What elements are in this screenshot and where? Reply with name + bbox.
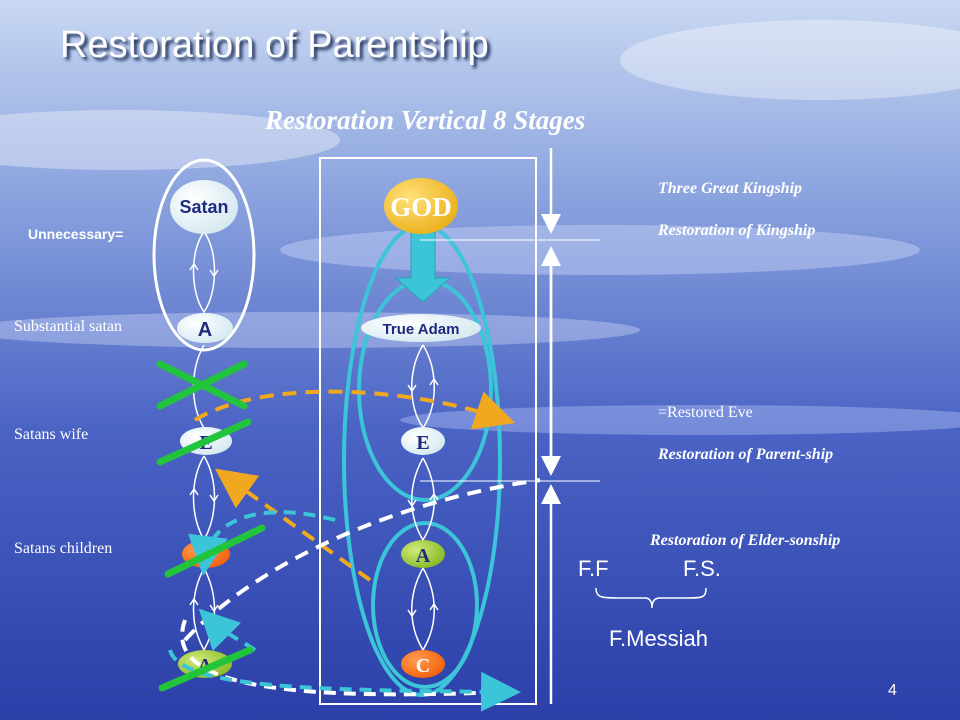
arrow-mark: [429, 377, 439, 386]
god-column: GOD True Adam E A C: [319, 157, 537, 705]
label-restoration-parentship: Restoration of Parent-ship: [658, 446, 834, 463]
arrow-mark: [209, 269, 219, 278]
label-restored-eve: =Restored Eve: [658, 404, 753, 421]
arrow-mark: [407, 499, 417, 508]
green-crosses: [156, 360, 266, 692]
god-node: [384, 178, 458, 234]
god-node-c: [401, 650, 445, 678]
god-node-e-label: E: [416, 432, 429, 454]
arrow-mark: [189, 487, 199, 496]
slide-subtitle: Restoration Vertical 8 Stages: [265, 105, 586, 135]
cyan-dashed-arc: [188, 510, 336, 576]
satan-node-a-upper: [177, 313, 233, 343]
label-substantial-satan: Substantial satan: [14, 318, 122, 335]
slide-title: Restoration of Parentship: [60, 24, 489, 66]
stage-arrows: [420, 148, 600, 704]
true-adam-node: [361, 314, 481, 342]
label-fs: F.S.: [683, 556, 721, 581]
background-clouds: [0, 20, 960, 435]
satan-node-a-upper-label: A: [198, 319, 212, 341]
satan-node-label: Satan: [179, 197, 228, 217]
label-satans-children: Satans children: [14, 540, 113, 557]
god-node-e: [401, 427, 445, 455]
arrow-mark: [407, 384, 417, 393]
page-number: 4: [888, 682, 897, 699]
green-cross-1b: [156, 360, 248, 410]
cyan-loop-lower: [371, 521, 479, 689]
label-unnecessary: Unnecessary=: [28, 226, 124, 242]
satan-loop-1: [192, 231, 216, 314]
label-restoration-elder-sonship: Restoration of Elder-sonship: [650, 532, 841, 549]
white-dashed-bottom-arc: [180, 619, 506, 697]
god-node-c-label: C: [416, 655, 430, 677]
green-cross-4: [158, 646, 254, 692]
arrow-mark: [429, 602, 439, 611]
god-column-frame: [319, 157, 537, 705]
label-three-great-kingship: Three Great Kingship: [658, 180, 803, 197]
green-cross-3: [164, 524, 266, 578]
label-satans-wife: Satans wife: [14, 426, 89, 443]
orange-dashed-diagonal: [215, 468, 372, 582]
arrow-mark: [407, 609, 417, 618]
satan-enclosing-oval: [152, 158, 256, 352]
god-node-a: [401, 540, 445, 568]
label-restoration-kingship: Restoration of Kingship: [658, 222, 816, 239]
arrow-mark: [429, 492, 439, 501]
god-node-a-label: A: [416, 545, 431, 567]
arrow-mark: [189, 597, 199, 606]
label-ff: F.F: [578, 556, 609, 581]
true-adam-node-label: True Adam: [383, 321, 460, 338]
orange-dashed-arc-top: [193, 389, 516, 430]
god-node-label: GOD: [390, 192, 452, 222]
green-cross-2: [156, 418, 252, 466]
brace: [595, 587, 707, 609]
arrow-mark: [189, 262, 199, 271]
label-messiah: F.Messiah: [609, 626, 709, 651]
satan-node: [170, 180, 238, 234]
